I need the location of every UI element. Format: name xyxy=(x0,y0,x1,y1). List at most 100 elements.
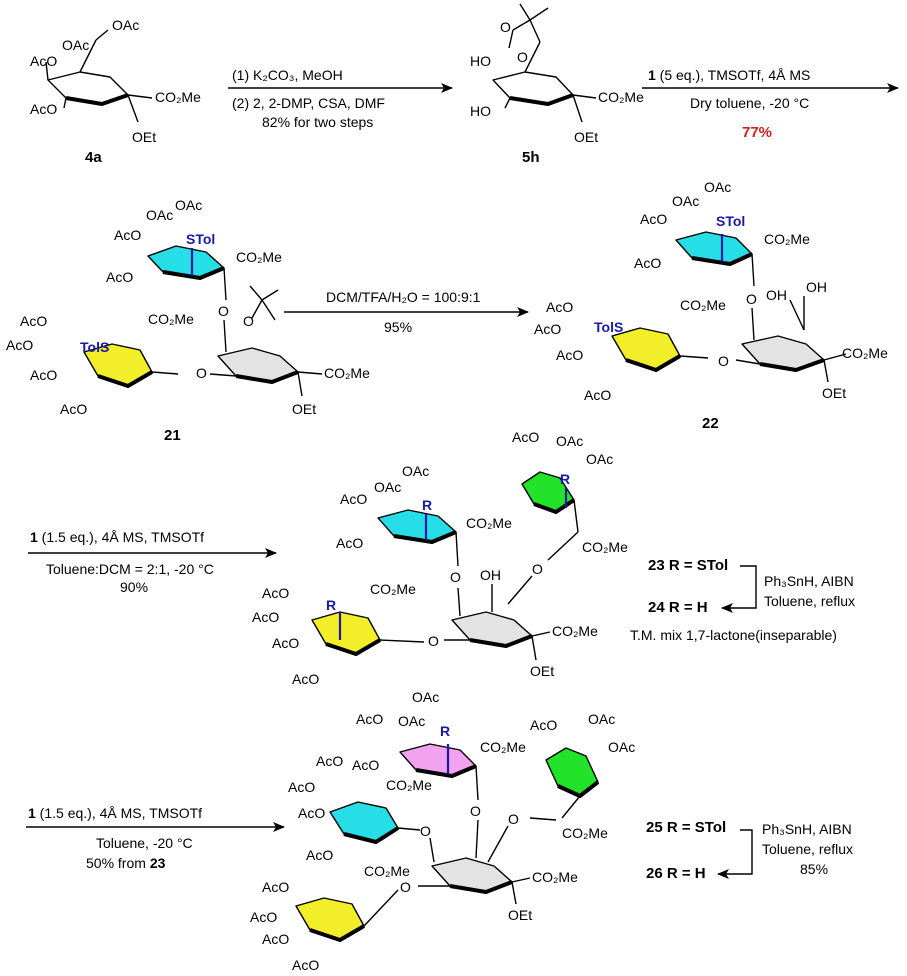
s6-bold-1: 1 xyxy=(28,805,36,821)
s4-line3: 90% xyxy=(120,579,148,595)
c22-aco-y4: AcO xyxy=(584,387,611,403)
c23-oac-a: OAc xyxy=(374,479,401,495)
c25-o3: O xyxy=(508,811,519,827)
c25-aco-p1: AcO xyxy=(356,711,383,727)
s5-reagent2: Toluene, reflux xyxy=(764,593,855,609)
c25-oet: OEt xyxy=(508,907,532,923)
s6-line2: Toluene, -20 °C xyxy=(96,835,193,851)
c21-oet: OEt xyxy=(292,401,316,417)
c23-r-green: R xyxy=(560,471,570,487)
s5-reagent1: Ph₃SnH, AIBN xyxy=(764,573,854,589)
compound-23: R OAc OAc AcO AcO CO₂Me O R AcO OAc OAc … xyxy=(252,429,628,687)
s5-note: T.M. mix 1,7-lactone(inseparable) xyxy=(630,627,837,643)
c4a-co2me: CO₂Me xyxy=(155,89,201,105)
s7-r26: 26 R = H xyxy=(646,865,706,882)
c25-aco-y2: AcO xyxy=(250,909,277,925)
step-6: 1 (1.5 eq.), 4Å MS, TMSOTf Toluene, -20 … xyxy=(26,805,285,871)
s2-line2: Dry toluene, -20 °C xyxy=(690,95,809,111)
compound-25: R OAc OAc AcO AcO CO₂Me O AcO AcO AcO Ac… xyxy=(250,689,635,973)
s6-bold-23: 23 xyxy=(150,855,166,871)
s3-line1: DCM/TFA/H₂O = 100:9:1 xyxy=(326,289,481,305)
c25-oac-p1: OAc xyxy=(412,689,439,705)
c23-aco-a: AcO xyxy=(340,491,367,507)
c21-oac-a: OAc xyxy=(146,207,173,223)
c25-co2me-cyan: CO₂Me xyxy=(386,777,432,793)
c4a-aco-3: AcO xyxy=(30,101,57,117)
c22-aco-b: AcO xyxy=(634,255,661,271)
c22-aco-y1: AcO xyxy=(546,299,573,315)
s1-line1: (1) K₂CO₃, MeOH xyxy=(232,67,343,83)
c5h-ho-3: HO xyxy=(470,103,491,119)
c23-aco-y3: AcO xyxy=(272,635,299,651)
c25-co2me-pink: CO₂Me xyxy=(480,739,526,755)
s5-r24: 24 R = H xyxy=(648,599,708,616)
c23-o-g: O xyxy=(532,561,543,577)
s2-line1: 1 (5 eq.), TMSOTf, 4Å MS xyxy=(648,67,810,83)
c21-stol: STol xyxy=(186,231,215,247)
c25-o2: O xyxy=(420,823,431,839)
arrow-5 xyxy=(721,565,757,613)
c25-oac-g2: OAc xyxy=(608,739,635,755)
s7-r25: 25 R = STol xyxy=(646,819,726,836)
s4-bold-1: 1 xyxy=(30,529,38,545)
c22-tols: TolS xyxy=(594,319,623,335)
c21-aco-b: AcO xyxy=(106,269,133,285)
c22-stol: STol xyxy=(716,213,745,229)
c25-aco-g: AcO xyxy=(530,717,557,733)
s1-line3: 82% for two steps xyxy=(262,114,373,130)
c21-co2me-core: CO₂Me xyxy=(324,365,370,381)
c21-label: 21 xyxy=(164,427,181,444)
compound-4a: OAc OAc AcO AcO CO₂Me OEt 4a xyxy=(30,17,201,166)
c22-oh-a: OH xyxy=(766,287,787,303)
c22-oh-b: OH xyxy=(806,279,827,295)
c22-o-link: O xyxy=(746,291,757,307)
c23-co2me-cyan: CO₂Me xyxy=(466,515,512,531)
c25-co2me-green: CO₂Me xyxy=(562,825,608,841)
c22-oac-a: OAc xyxy=(672,193,699,209)
s2-line1-text: (5 eq.), TMSOTf, 4Å MS xyxy=(656,67,811,83)
c21-aco-y4: AcO xyxy=(60,401,87,417)
c22-aco-y2: AcO xyxy=(534,321,561,337)
step-5: 23 R = STol 24 R = H Ph₃SnH, AIBN Toluen… xyxy=(630,557,855,643)
c23-aco-y2: AcO xyxy=(252,609,279,625)
c23-r-yellow: R xyxy=(326,597,336,613)
c21-o-link2: O xyxy=(196,365,207,381)
c25-o1: O xyxy=(470,803,481,819)
c25-co2me-core: CO₂Me xyxy=(532,869,578,885)
s4-line2: Toluene:DCM = 2:1, -20 °C xyxy=(46,561,214,577)
step-7: 25 R = STol 26 R = H Ph₃SnH, AIBN Toluen… xyxy=(646,819,853,882)
s7-yield: 85% xyxy=(800,861,828,877)
c21-oac-b: OAc xyxy=(175,197,202,213)
c22-oet: OEt xyxy=(822,385,846,401)
step-4: 1 (1.5 eq.), 4Å MS, TMSOTf Toluene:DCM =… xyxy=(28,529,277,595)
c22-co2me-y: CO₂Me xyxy=(680,297,726,313)
c22-label: 22 xyxy=(702,415,719,432)
s6-line1-text: (1.5 eq.), 4Å MS, TMSOTf xyxy=(36,805,202,821)
c23-oac-g1: OAc xyxy=(556,433,583,449)
c5h-oet: OEt xyxy=(574,129,598,145)
c22-aco-y3: AcO xyxy=(556,347,583,363)
c23-co2me-y: CO₂Me xyxy=(370,581,416,597)
c23-aco-y4: AcO xyxy=(292,671,319,687)
c5h-co2me: CO₂Me xyxy=(598,89,644,105)
c25-aco-c1: AcO xyxy=(316,753,343,769)
c21-o-ace: O xyxy=(243,313,254,329)
s5-r23: 23 R = STol xyxy=(648,557,728,574)
c22-aco-a: AcO xyxy=(640,211,667,227)
compound-21: STol OAc OAc AcO AcO CO₂Me O O CO₂Me OEt… xyxy=(6,197,370,444)
c25-o4: O xyxy=(400,879,411,895)
c23-co2me-core: CO₂Me xyxy=(552,623,598,639)
c23-oh: OH xyxy=(480,567,501,583)
c23-o-y: O xyxy=(428,633,439,649)
c5h-ho-4: HO xyxy=(470,53,491,69)
c21-aco-y2: AcO xyxy=(6,337,33,353)
c23-r-cyan: R xyxy=(422,497,432,513)
c25-r-pink: R xyxy=(440,723,450,739)
compound-5h: O O HO HO CO₂Me OEt 5h xyxy=(470,3,644,166)
compound-22: STol OAc OAc AcO AcO CO₂Me O OH OH CO₂Me… xyxy=(534,179,888,432)
c25-aco-c4: AcO xyxy=(306,847,333,863)
s4-line1-text: (1.5 eq.), 4Å MS, TMSOTf xyxy=(38,529,204,545)
c25-aco-y1: AcO xyxy=(262,879,289,895)
s6-line3: 50% from 23 xyxy=(86,855,166,871)
c4a-label: 4a xyxy=(85,149,102,166)
